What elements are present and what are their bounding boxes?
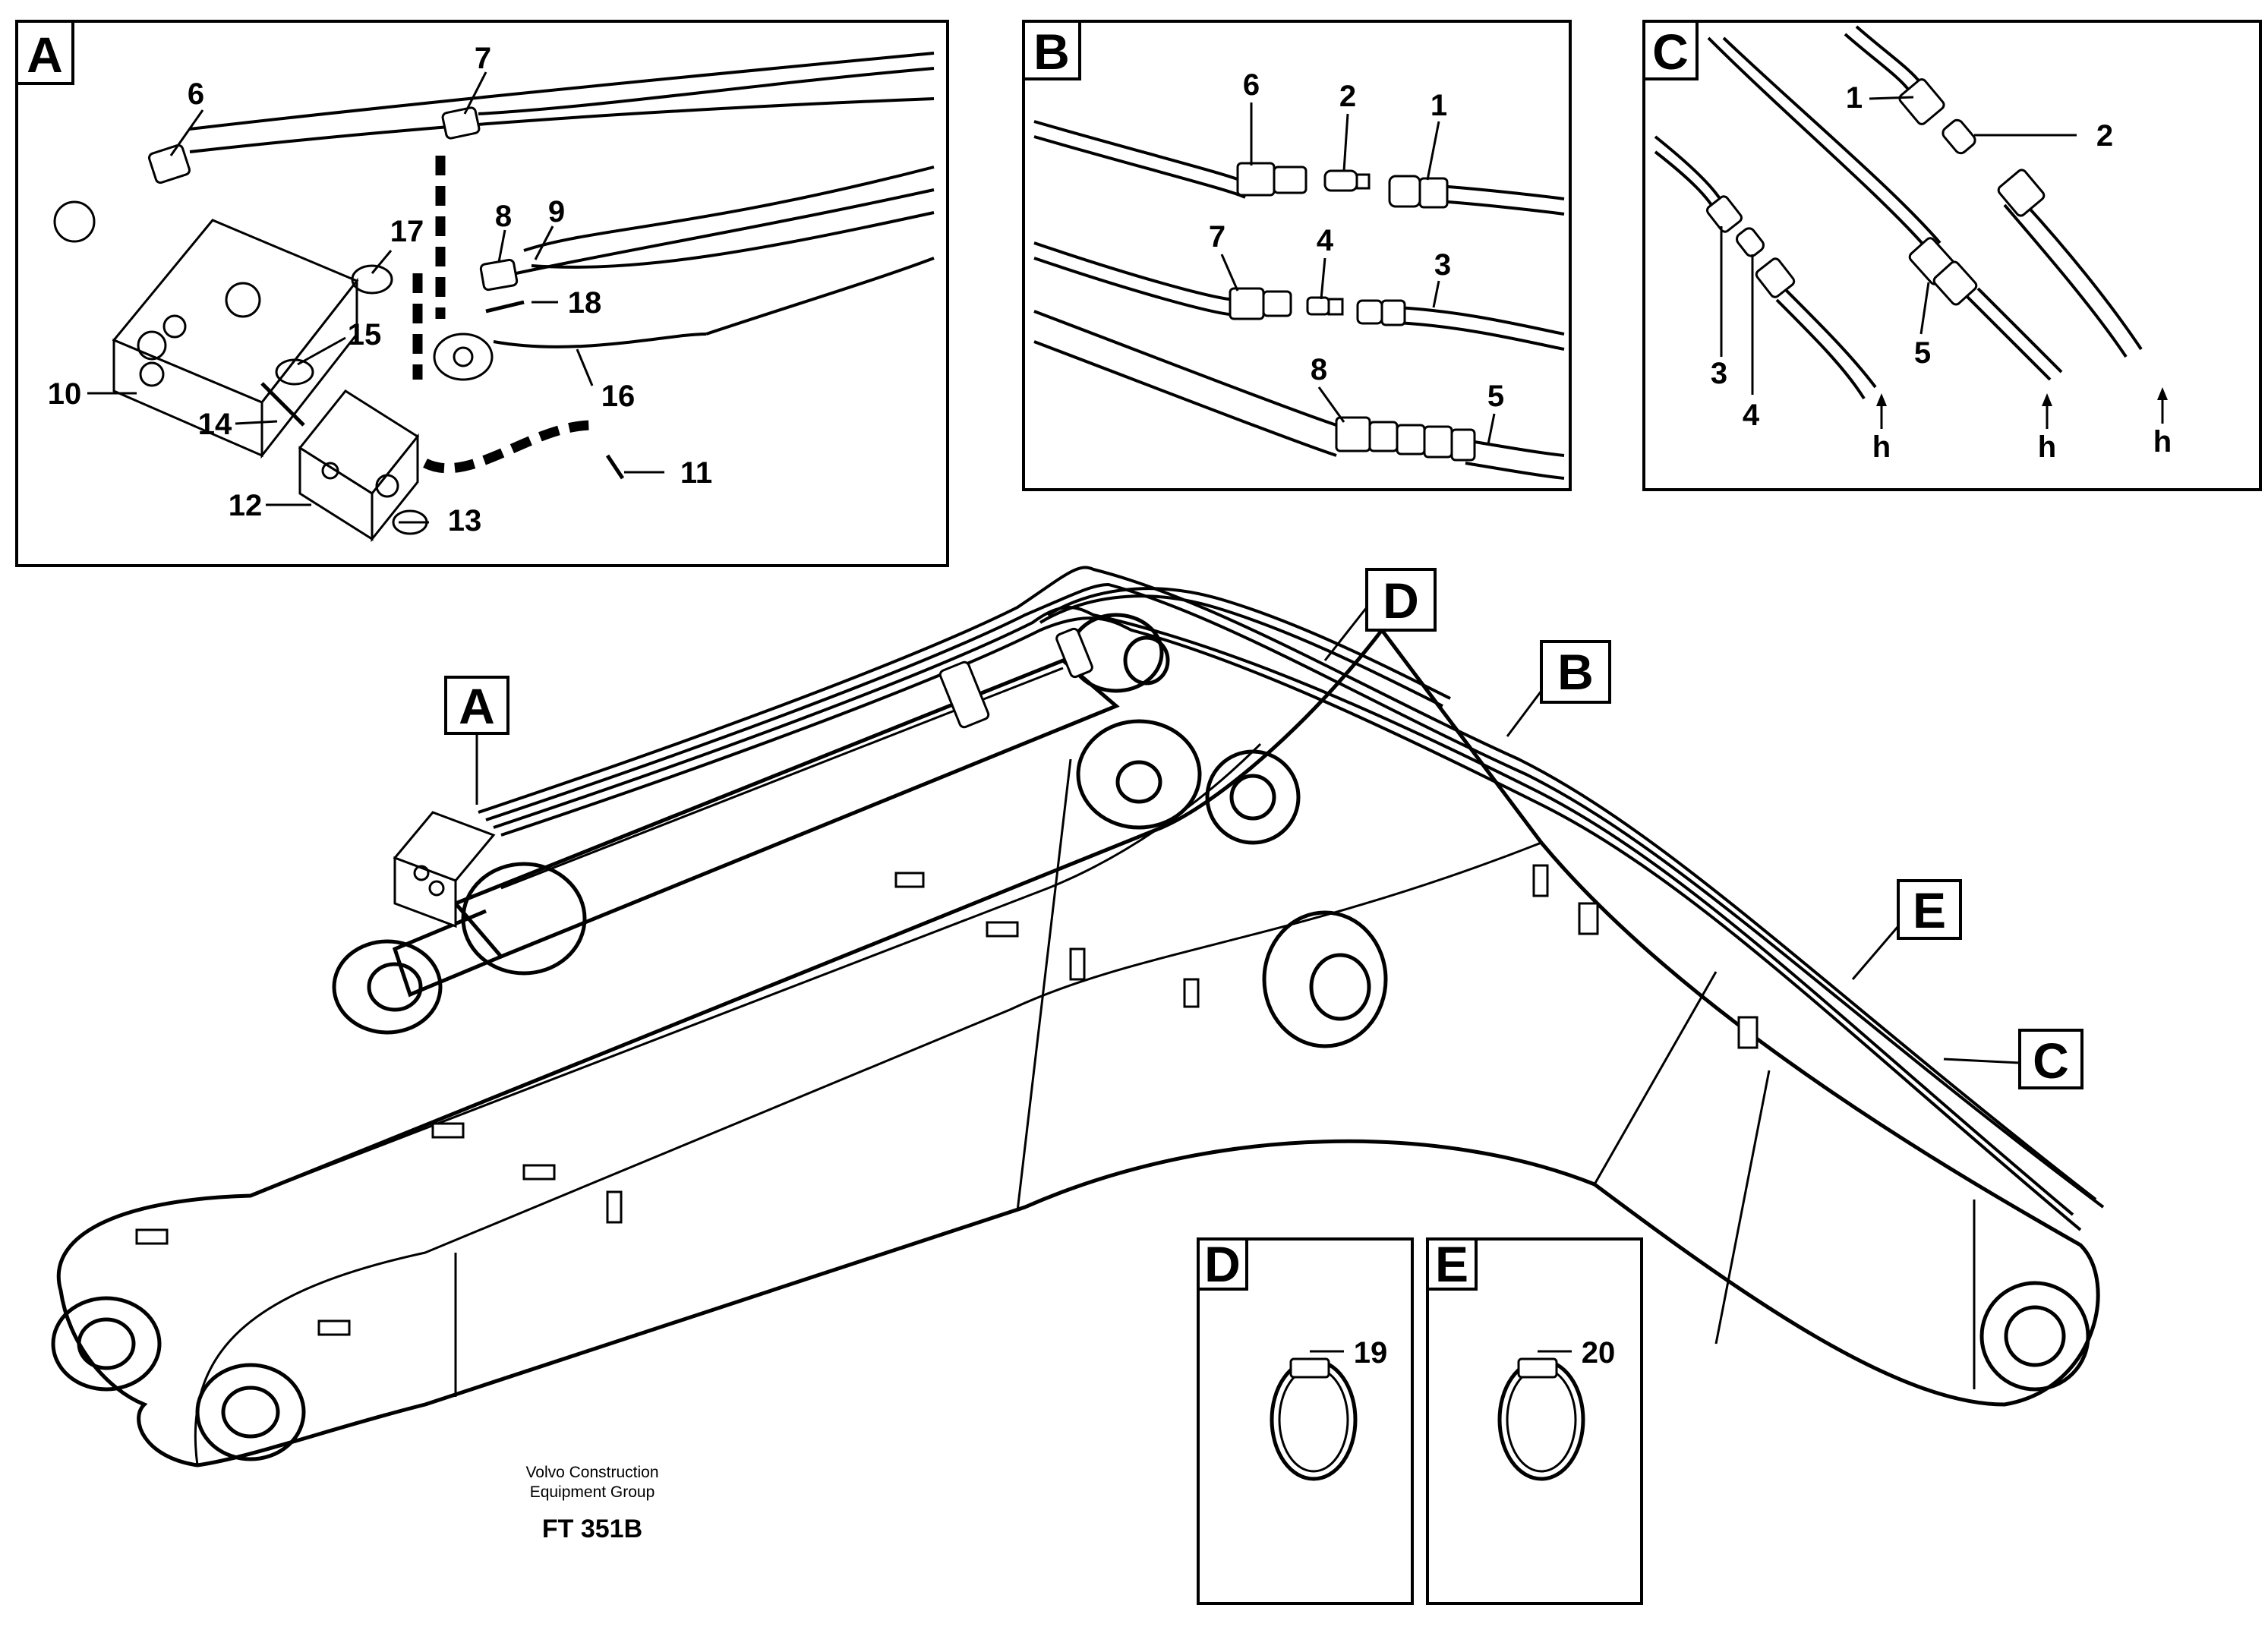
main-tag-c-box bbox=[2018, 1029, 2083, 1089]
detail-b-tag: B bbox=[1033, 24, 1070, 80]
detail-e-tag: E bbox=[1435, 1236, 1468, 1292]
detail-a-callout-7: 7 bbox=[475, 42, 491, 75]
detail-a-callout-17: 17 bbox=[390, 215, 424, 248]
detail-b-callout-4: 4 bbox=[1317, 224, 1334, 257]
detail-c-callout-5: 5 bbox=[1914, 336, 1931, 370]
detail-d-tag: D bbox=[1204, 1236, 1241, 1292]
detail-a-callout-9: 9 bbox=[548, 195, 565, 229]
detail-a-callout-10: 10 bbox=[48, 377, 82, 411]
main-tag-d-box bbox=[1365, 568, 1437, 632]
detail-b-panel: B 6 bbox=[1022, 20, 1572, 491]
credit-company-line-1: Volvo Construction bbox=[525, 1464, 658, 1481]
credit-block: Volvo Construction Equipment Group FT 35… bbox=[525, 1464, 658, 1543]
detail-a-callout-12: 12 bbox=[229, 489, 263, 522]
credit-company-line-2: Equipment Group bbox=[530, 1483, 655, 1501]
detail-d-tag-box bbox=[1197, 1237, 1248, 1291]
detail-b-callout-1: 1 bbox=[1431, 89, 1447, 122]
detail-a-callout-13: 13 bbox=[448, 504, 482, 538]
detail-c-callout-3: 3 bbox=[1711, 357, 1727, 390]
main-tag-b: B bbox=[1557, 644, 1594, 700]
hose-clamp-icon bbox=[1497, 1357, 1585, 1481]
detail-e-panel: E 20 bbox=[1426, 1236, 1643, 1605]
detail-a-callout-16: 16 bbox=[601, 380, 636, 413]
detail-a-callout-15: 15 bbox=[348, 318, 382, 352]
main-tag-a-box bbox=[444, 676, 509, 735]
detail-c-arrow-label: h bbox=[2153, 425, 2172, 459]
detail-b-callout-6: 6 bbox=[1243, 68, 1260, 102]
detail-c-arrow-label: h bbox=[2038, 430, 2056, 464]
main-tag-a: A bbox=[459, 678, 495, 734]
hose-clamp-icon bbox=[1270, 1357, 1358, 1481]
detail-a-callout-14: 14 bbox=[198, 408, 232, 441]
detail-c-callout-2: 2 bbox=[2096, 119, 2113, 153]
detail-d-panel: D 19 bbox=[1197, 1236, 1414, 1605]
boom-main-view: A D B E C bbox=[51, 566, 2105, 1467]
detail-b-callout-3: 3 bbox=[1434, 248, 1451, 282]
drawing-code: FT 351B bbox=[542, 1515, 642, 1543]
main-tag-d: D bbox=[1383, 572, 1419, 629]
main-tag-c: C bbox=[2033, 1032, 2069, 1089]
detail-a-callout-6: 6 bbox=[188, 77, 204, 111]
detail-b-callout-5: 5 bbox=[1487, 380, 1504, 413]
detail-a-callout-8: 8 bbox=[495, 200, 512, 233]
detail-d-callout-19: 19 bbox=[1354, 1336, 1388, 1370]
main-tag-e: E bbox=[1913, 882, 1946, 938]
main-tag-b-box bbox=[1540, 640, 1611, 704]
detail-c-tag: C bbox=[1652, 24, 1689, 80]
detail-a-tag-box bbox=[15, 20, 74, 85]
detail-c-panel: C 1 2 3 4 5 bbox=[1642, 20, 2262, 491]
detail-c-arrow-label: h bbox=[1872, 430, 1891, 464]
detail-b-callout-7: 7 bbox=[1209, 220, 1225, 254]
main-tag-e-box bbox=[1897, 879, 1962, 940]
detail-a-tag: A bbox=[27, 27, 63, 83]
detail-b-tag-box bbox=[1022, 20, 1081, 80]
detail-e-tag-box bbox=[1426, 1237, 1478, 1291]
detail-e-callout-20: 20 bbox=[1582, 1336, 1616, 1370]
detail-b-callout-8: 8 bbox=[1311, 353, 1327, 386]
detail-c-callout-4: 4 bbox=[1743, 399, 1760, 432]
detail-c-callout-1: 1 bbox=[1846, 81, 1863, 115]
detail-b-callout-2: 2 bbox=[1339, 80, 1356, 113]
flow-arrow-icon bbox=[1876, 387, 2168, 429]
detail-c-tag-box bbox=[1642, 20, 1699, 80]
detail-a-callout-18: 18 bbox=[568, 286, 602, 320]
detail-a-callout-11: 11 bbox=[680, 456, 712, 490]
detail-a-panel: A bbox=[15, 20, 949, 567]
